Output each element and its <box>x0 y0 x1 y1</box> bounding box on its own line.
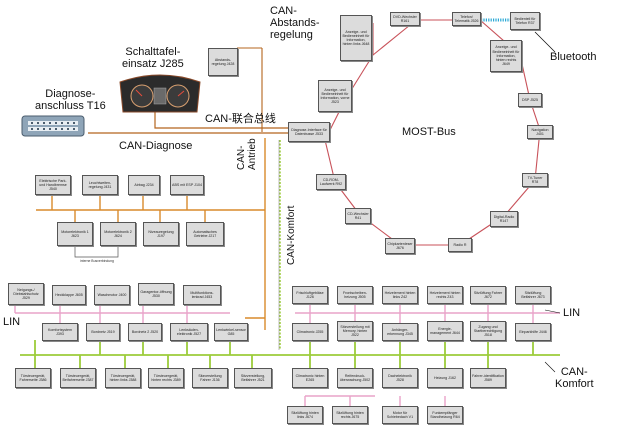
ecu-sitzluft-beifahrer: Sitzlüftung Beifahrer J673 <box>515 286 551 304</box>
ecu-sitz-fahrer: Sitzverstellung Fahrer J136 <box>192 368 228 388</box>
ecu-reifendruck: Reifendruck-überwachung J502 <box>337 368 373 388</box>
ecu-motor2: Motorelektronik 2 J624 <box>100 222 136 246</box>
ecu-most-radio: Radio R <box>448 238 472 252</box>
ecu-most-telefon: Telefon/ Telematik J526 <box>452 12 481 26</box>
ecu-getriebe: Automatisches Getriebe J217 <box>186 222 224 246</box>
ecu-dachelektronik: Dachelektronik J528 <box>382 368 418 388</box>
ecu-anhaenger: Anhänger-erkennung J345 <box>382 323 418 341</box>
ecu-frontscheibe: Frontscheiben-heizung J505 <box>337 286 373 304</box>
can-komfort-bus <box>20 340 560 368</box>
ecu-bordnetz2: Bordnetz 2 J520 <box>128 323 162 341</box>
ecu-komfortsystem: Komfortsystem J393 <box>42 323 78 341</box>
can-verbund-label: CAN-联合总线 <box>205 113 276 125</box>
ecu-waschmotor: Waschmotor J400 <box>94 285 130 305</box>
ecu-sitzluft-hinten-rechts: Sitzlüftung hinten rechts J675 <box>332 406 368 424</box>
ecu-sitzluft-fahrer: Sitzlüftung Fahrer J672 <box>470 286 506 304</box>
ecu-multifunktion: Multifunktions-lenkrad J453 <box>183 285 221 305</box>
ecu-einparkhilfe: Einparkhilfe J446 <box>515 323 551 341</box>
ecu-heckklappe: Heckklappe J605 <box>52 285 86 305</box>
ecu-climatronic-hinten: Climatronic hinten E265 <box>292 368 328 388</box>
ecu-airbag: Airbag J234 <box>128 175 160 195</box>
ecu-zugang: Zugang und Startberechtigung J518 <box>470 321 506 341</box>
ecu-fahrer-id: Fahrer-identifikation J589 <box>470 368 506 388</box>
ecu-lenksaeule: Lenksäulen-elektronik J527 <box>170 323 208 341</box>
ecu-heizelement-links: Heizelement hinten links Z42 <box>382 286 418 304</box>
ecu-gateway: Diagnose-Interface für Datenbusse J533 <box>288 122 330 142</box>
can-abstand-wire <box>237 47 263 132</box>
diagnose-anschluss-label: Diagnose- anschluss T16 <box>35 88 106 112</box>
can-antrieb-wire <box>36 138 266 330</box>
ecu-climatronic: Climatronic J255 <box>292 323 328 341</box>
ecu-most-cdrom: CD-ROM-Laufwerk R92 <box>316 174 346 190</box>
ecu-schiebedach: Motor für Schiebedach V1 <box>382 406 418 424</box>
ecu-most-j649: Anzeige- und Bedieneinheit für Informati… <box>490 40 522 72</box>
ecu-neigung: Neigungs-/ Diebstahlschutz J529 <box>8 283 44 305</box>
ecu-most-cd-wechsler: CD-Wechsler R41 <box>345 208 371 224</box>
ecu-frischluft: Frischluftgebläse J126 <box>292 286 328 304</box>
ecu-sitzluft-hinten-links: Sitzlüftung hinten links J674 <box>287 406 323 424</box>
ecu-funkempfaenger: Funkempfänger Standheizung R64 <box>427 406 463 424</box>
ecu-most-digital-radio: Digital-Radio R147 <box>490 211 518 227</box>
ecu-most-tv: TV-Tuner R78 <box>522 173 548 187</box>
ecu-most-chipkarte: Chipkartenleser J676 <box>385 238 415 254</box>
schalttafel-label: Schalttafel- einsatz J285 <box>122 46 184 70</box>
ecu-motor1: Motorelektronik 1 J623 <box>57 222 93 246</box>
ecu-most-j648: Anzeige- und Bedieneinheit für Informati… <box>340 15 372 61</box>
can-antrieb-label: CAN- Antrieb <box>236 138 258 170</box>
ecu-parkbremse: Elektrische Park- und Handbremse J540 <box>35 175 71 195</box>
bluetooth-label: Bluetooth <box>550 51 597 63</box>
most-bus-label: MOST-Bus <box>402 126 456 138</box>
ecu-heizung: Heizung J162 <box>427 368 463 388</box>
ecu-sitz-beifahrer: Sitzverstellung, Beifahrer J521 <box>234 368 272 388</box>
can-komfort-vertical-label: CAN-Komfort <box>286 205 297 265</box>
lin-right-wire <box>295 304 560 406</box>
can-verbund-wire <box>154 112 288 129</box>
ecu-garagentor: Garagentor-öffnung J530 <box>138 283 174 305</box>
ecu-niveau: Niveauregelung J197 <box>143 222 179 246</box>
ecu-abs: ABS mit ESP J104 <box>170 175 204 195</box>
ecu-tuer-fahrer: Türsteuergerät, Fahrerseite J386 <box>15 368 51 388</box>
ecu-energie: Energie-management J644 <box>427 321 463 341</box>
ecu-sitzverstellung-memory: Sitzverstellung mit Memory, hinten J522 <box>337 321 373 341</box>
ecu-lenkwinkel: Lenkwinkel-sensor G85 <box>214 323 248 341</box>
lin-left-label: LIN <box>3 316 21 328</box>
ecu-most-dvd: DVD-Wechsler R161 <box>390 12 420 26</box>
interne-busverbindung-label: interne Busverbindung <box>80 259 114 263</box>
can-komfort-bottom-label: CAN- Komfort <box>555 366 594 390</box>
instrument-cluster-icon <box>119 74 201 113</box>
can-abstand-label: CAN- Abstands- regelung <box>270 5 320 41</box>
ecu-most-j523: Anzeige- und Bedieneinheit für Informati… <box>318 80 352 112</box>
diagnose-connector-icon <box>21 115 85 137</box>
ecu-most-navigation: Navigation J401 <box>527 125 553 139</box>
ecu-bluetooth-bedienteil: Bedienteil für Telefon R37 <box>510 12 540 30</box>
ecu-tuer-hinten-rechts: Türsteuergerät, hinten rechts J389 <box>148 368 184 388</box>
ecu-heizelement-rechts: Heizelement hinten rechts Z43 <box>427 286 463 304</box>
ecu-tuer-beifahrer: Türsteuergerät, Beifahrerseite J387 <box>60 368 96 388</box>
can-diagnose-label: CAN-Diagnose <box>119 140 193 152</box>
ecu-bordnetz: Bordnetz J519 <box>86 323 120 341</box>
lin-right-label: LIN <box>563 307 581 319</box>
ecu-leuchtweite: Leuchtweiten-regelung J431 <box>82 175 118 195</box>
ecu-tuer-hinten-links: Türsteuergerät, hinten links J388 <box>105 368 141 388</box>
ecu-abstandsregelung: Abstands-regelung J428 <box>208 48 238 76</box>
ecu-most-dsp: DSP J525 <box>518 93 542 107</box>
